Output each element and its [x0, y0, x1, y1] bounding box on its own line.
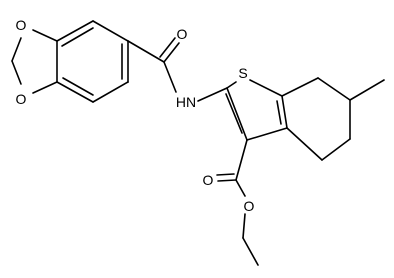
oxygen-dioxole-bottom: O	[16, 91, 27, 107]
dioxole-ring	[11, 29, 58, 94]
oxygen-ester-carbonyl: O	[203, 172, 214, 188]
oxygen-dioxole-top: O	[16, 17, 27, 33]
oxygen-carbonyl: O	[177, 26, 188, 42]
amide-bonds	[127, 37, 228, 102]
thiophene-ring	[225, 79, 288, 141]
nh-label: HN	[176, 94, 196, 110]
ester-bonds	[216, 139, 259, 266]
benzene-ring	[56, 20, 129, 103]
oxygen-ester: O	[244, 198, 255, 214]
cyclohexene-ring	[281, 77, 385, 161]
sulfur-label: S	[238, 65, 247, 81]
